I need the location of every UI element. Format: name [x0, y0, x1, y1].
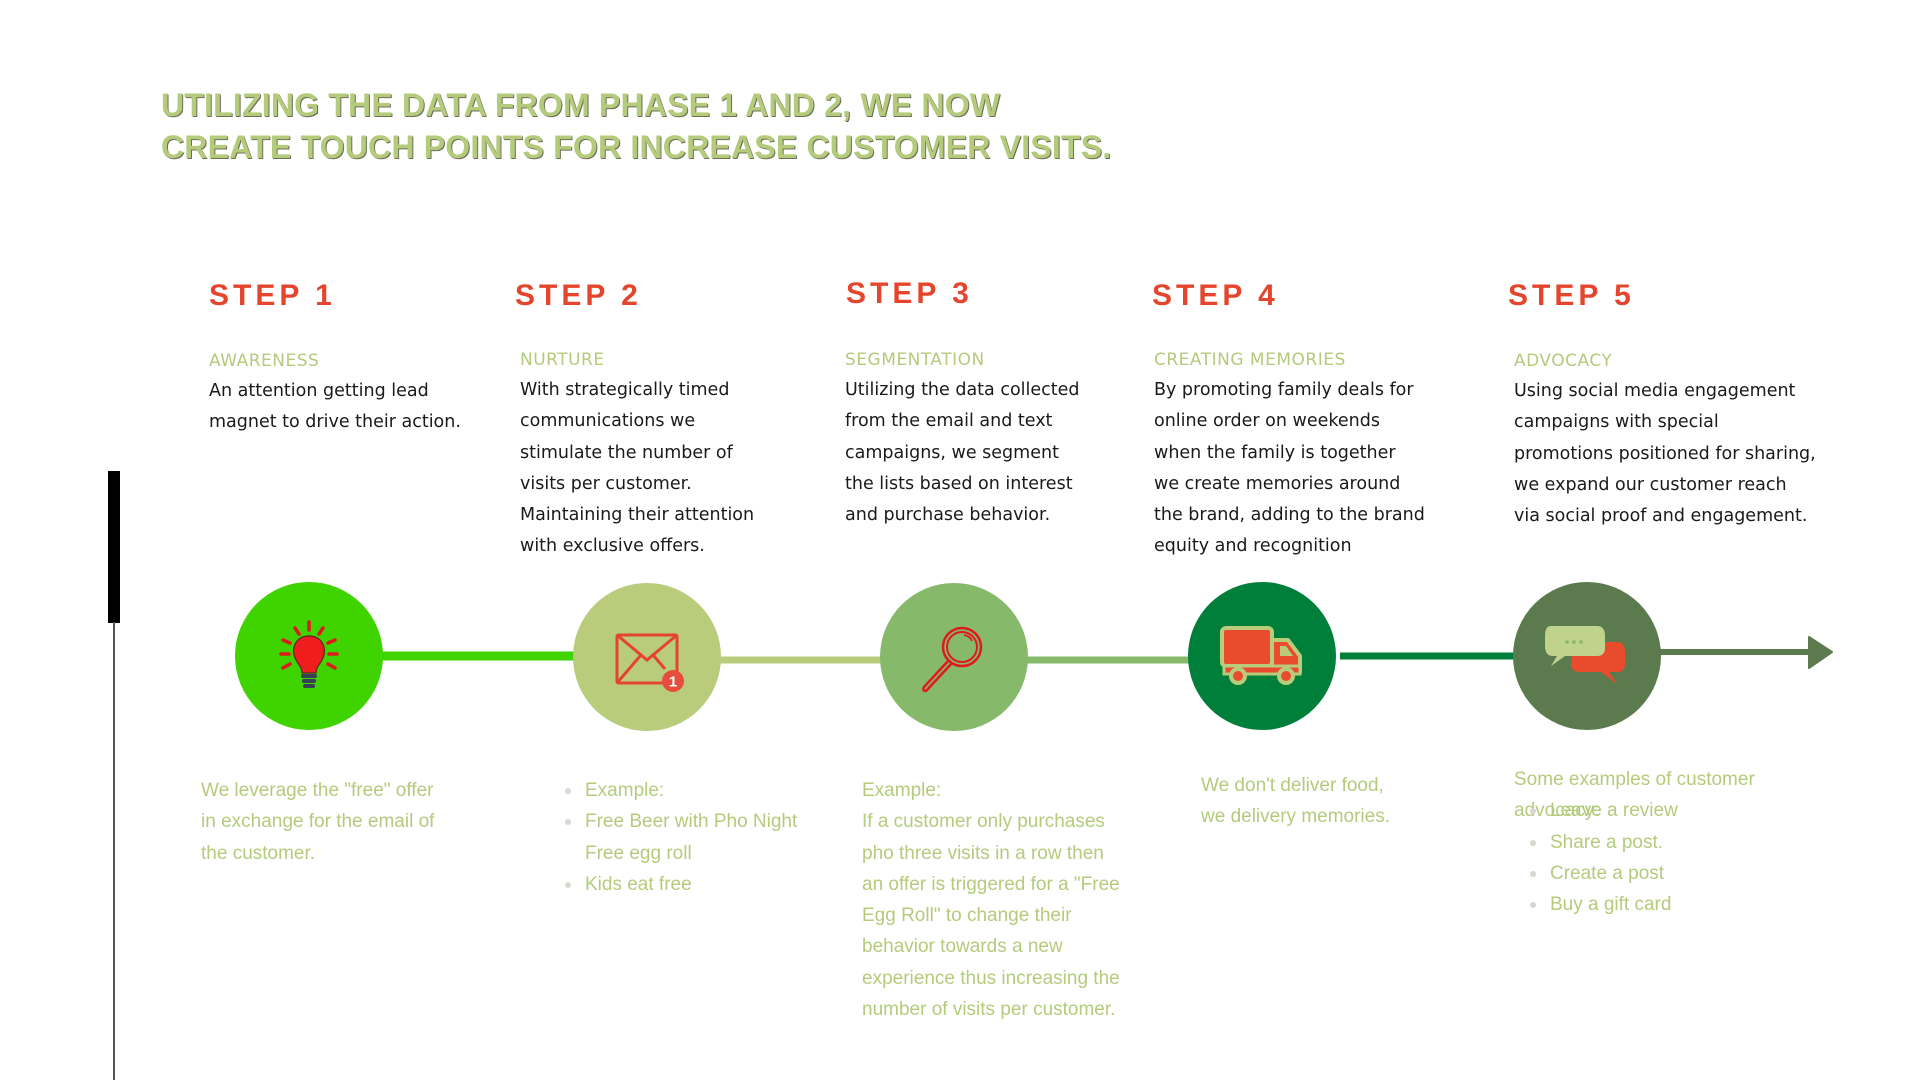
email-notification-icon: 1 [615, 633, 684, 692]
text-line: the lists based on interest [845, 473, 1073, 494]
text-line: campaigns with special [1514, 412, 1719, 433]
lightbulb-icon [279, 620, 339, 688]
text-line: promotions positioned for sharing, [1514, 443, 1816, 464]
list-item: Kids eat free [565, 869, 797, 900]
text-line: stimulate the number of [520, 442, 733, 463]
step-3-circle [880, 583, 1028, 731]
step-2-description: With strategically timed communications w… [520, 375, 754, 563]
text-line: we create memories around [1154, 473, 1401, 494]
list-item: Leave a review [1530, 795, 1755, 826]
text-line: with exclusive offers. [520, 536, 705, 557]
step-1-circle [235, 582, 383, 730]
step-3-heading: STEP 3 [846, 277, 973, 310]
step-5-heading: STEP 5 [1508, 279, 1635, 312]
text-line: visits per customer. [520, 473, 692, 494]
text-line: Egg Roll" to change their [862, 905, 1072, 927]
step-3-description: Utilizing the data collected from the ema… [845, 375, 1080, 531]
text-line: number of visits per customer. [862, 999, 1116, 1021]
list-item: Buy a gift card [1530, 889, 1755, 920]
text-line: an offer is triggered for a "Free [862, 873, 1120, 895]
step-5-detail: Some examples of customer advocacy: Leave… [1514, 764, 1755, 920]
list-item: Free Beer with Pho Night [565, 806, 797, 837]
page-title-line-1: UTILIZING THE DATA FROM PHASE 1 AND 2, W… [161, 87, 1001, 123]
magnifier-icon [922, 626, 983, 693]
step-4-circle [1188, 582, 1336, 730]
text-line: the brand, adding to the brand [1154, 505, 1425, 526]
step-2-subtitle: NURTURE [520, 350, 605, 370]
text-line: the customer. [201, 842, 316, 864]
text-line: online order on weekends [1154, 411, 1380, 432]
delivery-truck-icon [1220, 626, 1302, 685]
arrow-head-icon [1808, 636, 1833, 669]
text-line: we delivery memories. [1201, 806, 1390, 828]
step-5-circle [1513, 582, 1661, 730]
text-line: in exchange for the email of [201, 811, 435, 833]
step-2-circle: 1 [573, 583, 721, 731]
step-3-subtitle: SEGMENTATION [845, 350, 985, 370]
step-1-detail: We leverage the "free" offer in exchange … [201, 775, 434, 869]
page-title-line-2: CREATE TOUCH POINTS FOR INCREASE CUSTOME… [161, 129, 1112, 165]
text-line: via social proof and engagement. [1514, 506, 1808, 527]
text-line: magnet to drive their action. [209, 412, 461, 433]
step-1-heading: STEP 1 [209, 279, 336, 312]
text-line: An attention getting lead [209, 381, 429, 401]
text-line: campaigns, we segment [845, 442, 1059, 463]
page-title: UTILIZING THE DATA FROM PHASE 1 AND 2, W… [161, 84, 1261, 168]
step-1-subtitle: AWARENESS [209, 351, 320, 371]
list-item: Create a post [1530, 858, 1755, 889]
text-line: communications we [520, 411, 696, 432]
text-line: With strategically timed [520, 380, 730, 400]
text-line: we expand our customer reach [1514, 474, 1787, 495]
text-line: Some examples of customer [1514, 769, 1755, 790]
text-line: experience thus increasing the [862, 967, 1120, 989]
text-line: Using social media engagement [1514, 381, 1796, 401]
left-accent-line [113, 622, 115, 1080]
text-line: behavior towards a new [862, 936, 1063, 958]
text-line: We leverage the "free" offer [201, 780, 434, 801]
text-line: when the family is together [1154, 442, 1396, 463]
text-line: equity and recognition [1154, 536, 1352, 557]
notification-badge [662, 670, 684, 692]
list-item: Free egg roll [585, 842, 692, 864]
text-line: and purchase behavior. [845, 505, 1051, 526]
step-4-detail: We don't deliver food, we delivery memori… [1201, 770, 1390, 833]
left-accent-bar [108, 471, 120, 623]
list-item: Example: [565, 775, 797, 806]
step-4-description: By promoting family deals for online orde… [1154, 375, 1425, 563]
text-line: If a customer only purchases [862, 811, 1105, 833]
step-5-subtitle: ADVOCACY [1514, 351, 1613, 371]
step-1-description: An attention getting lead magnet to drive… [209, 376, 461, 439]
text-line: We don't deliver food, [1201, 775, 1384, 796]
text-line: Utilizing the data collected [845, 380, 1080, 400]
text-line: Example: [862, 780, 942, 801]
step-4-heading: STEP 4 [1152, 279, 1279, 312]
text-line: advocacy: [1514, 800, 1600, 822]
step-5-detail-intro: Some examples of customer advocacy: [1514, 764, 1755, 821]
list-item: Share a post. [1530, 827, 1755, 858]
step-5-description: Using social media engagement campaigns w… [1514, 376, 1816, 532]
notification-badge-count: 1 [669, 674, 677, 691]
chat-bubbles-icon [1545, 626, 1625, 684]
text-line: Maintaining their attention [520, 505, 755, 526]
text-line: By promoting family deals for [1154, 380, 1414, 400]
text-line: from the email and text [845, 411, 1053, 432]
text-line: pho three visits in a row then [862, 842, 1104, 864]
step-3-detail: Example: If a customer only purchases pho … [862, 775, 1120, 1025]
step-2-heading: STEP 2 [515, 279, 642, 312]
step-4-subtitle: CREATING MEMORIES [1154, 350, 1346, 370]
